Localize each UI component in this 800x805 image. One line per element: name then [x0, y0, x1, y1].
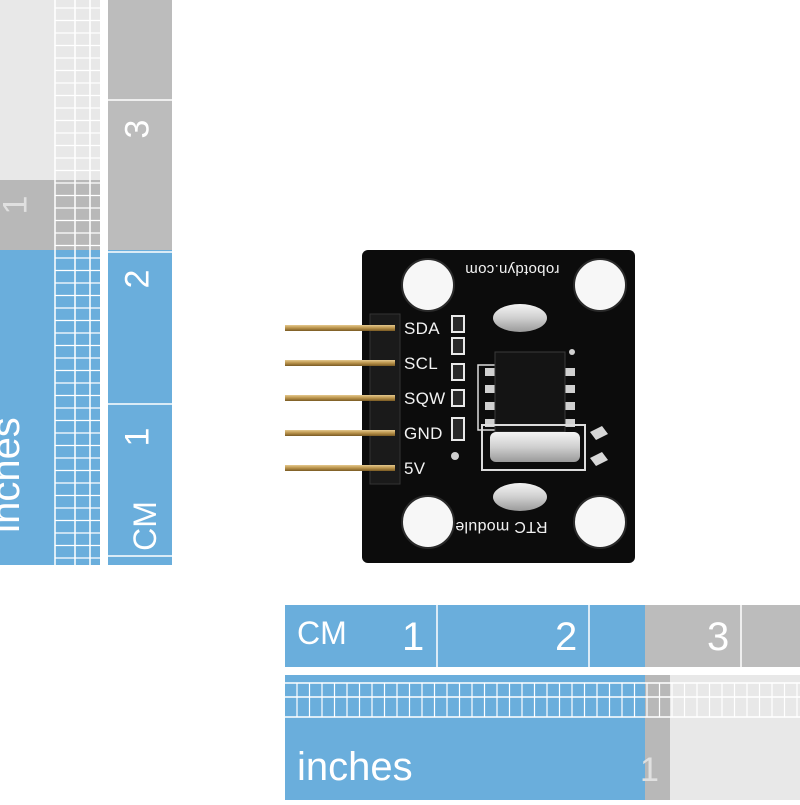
pin-label-sda: SDA: [404, 319, 440, 338]
mounting-holes: [401, 258, 627, 549]
vertical-cm-number-1: 1: [118, 427, 157, 447]
vertical-cm-label: CM: [126, 501, 163, 551]
horizontal-cm-number-3: 3: [707, 615, 730, 659]
horizontal-cm-number-1: 1: [402, 615, 425, 659]
pin-label-sqw: SQW: [404, 389, 446, 408]
pin-label-scl: SCL: [404, 354, 438, 373]
pin-label-gnd: GND: [404, 424, 443, 443]
solder-pad-top: [493, 304, 547, 332]
header-pins: [285, 325, 395, 471]
vertical-ruler: inches CM 1 2 3 1: [0, 0, 172, 565]
board-module-label: RTC module: [455, 518, 548, 535]
pin-label-5v: 5V: [404, 459, 426, 478]
horizontal-cm-label: CM: [297, 615, 347, 651]
horizontal-ruler: CM 1 2 3 inches 1: [285, 605, 800, 800]
rtc-board-graphic: [285, 250, 635, 563]
horizontal-inches-label: inches: [297, 745, 413, 789]
vertical-inch-number-1: 1: [0, 195, 35, 215]
rtc-ic-chip: [477, 349, 575, 433]
horizontal-ruler-graphic: [285, 605, 800, 800]
horizontal-cm-number-2: 2: [555, 615, 578, 659]
vertical-cm-number-2: 2: [118, 269, 157, 289]
horizontal-inch-number-1: 1: [640, 751, 659, 789]
vertical-cm-number-3: 3: [118, 119, 157, 139]
smd-components: [451, 315, 465, 441]
solder-pad-bottom: [493, 483, 547, 511]
board-brand-label: robotdyn.com: [465, 261, 560, 278]
crystal-oscillator: [481, 424, 608, 471]
vertical-ruler-graphic: [0, 0, 172, 565]
vertical-inches-label: inches: [0, 417, 28, 533]
rtc-module-board: robotdyn.com RTC module SDA SCL SQW GND …: [280, 240, 650, 575]
